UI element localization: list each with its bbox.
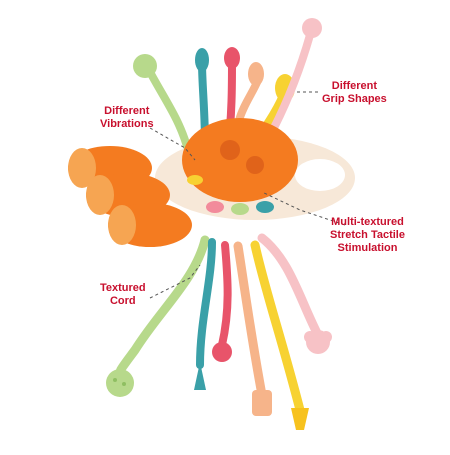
yellow-button (187, 175, 203, 185)
grip-shapes-label: Different Grip Shapes (322, 80, 387, 106)
vibrations-leader (149, 127, 196, 161)
stretch-label-line3: Stimulation (337, 242, 398, 254)
vibrations-label-line1: Different (104, 105, 150, 117)
peach-grip-icon (248, 62, 264, 86)
toy-body (155, 118, 355, 220)
green-button (231, 203, 249, 215)
textured-cord-label-line1: Textured (100, 282, 146, 294)
bottom-cords (106, 233, 332, 430)
dome (182, 118, 298, 202)
stretch-label: Multi-textured Stretch Tactile Stimulati… (330, 216, 405, 255)
textured-cord-label: Textured Cord (100, 282, 146, 308)
rect-teether-icon (252, 390, 272, 416)
vibrations-label: Different Vibrations (100, 105, 154, 131)
leader-lines (149, 91, 346, 299)
drop-teether-icon (194, 362, 206, 390)
pink-button (206, 201, 224, 213)
teal-grip-icon (195, 48, 209, 72)
cord-leader (149, 264, 201, 299)
stretch-label-line1: Multi-textured (331, 216, 404, 228)
pink-grip-icon (224, 47, 240, 69)
stretch-label-line2: Stretch Tactile (330, 229, 405, 241)
handle-hole (295, 159, 345, 191)
strawberry-yellow-icon (291, 408, 309, 430)
grip-shapes-label-line1: Different (331, 80, 378, 92)
teal-button (256, 201, 274, 213)
strawberry-teether-icon (106, 369, 134, 397)
textured-cord-label-line2: Cord (109, 295, 136, 307)
round-teether-icon (212, 342, 232, 362)
vibrations-label-line2: Vibrations (100, 118, 154, 130)
grip-shapes-label-line2: Grip Shapes (322, 93, 387, 105)
thrusters (68, 146, 192, 247)
pink-flower-grip-icon (302, 18, 322, 38)
green-grip-icon (133, 54, 157, 78)
